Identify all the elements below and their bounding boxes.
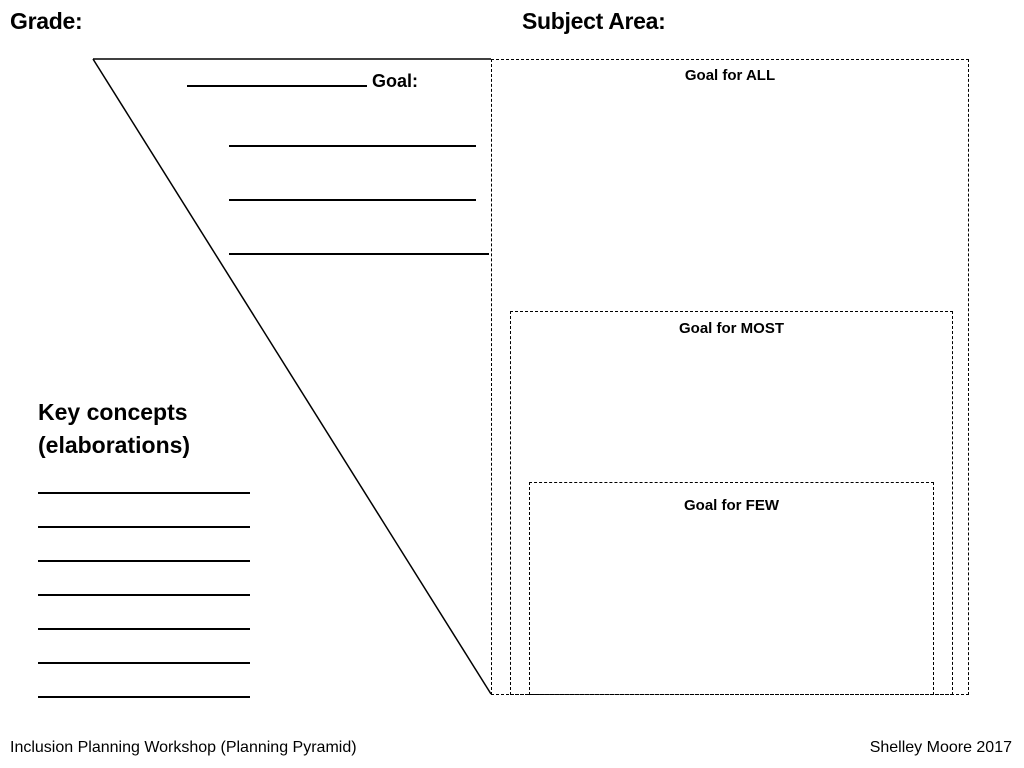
key-concepts-line-1: Key concepts (38, 399, 188, 425)
subject-area-label: Subject Area: (522, 8, 666, 34)
key-concept-blank-6[interactable] (38, 662, 250, 664)
goal-row: Goal: (187, 71, 418, 92)
pyramid-diagonal-edge (92, 58, 492, 695)
goal-for-few-box[interactable]: Goal for FEW (529, 482, 934, 695)
goal-blank-line-2[interactable] (229, 199, 476, 201)
goal-blank-line-3[interactable] (229, 253, 489, 255)
goal-blank-line-1[interactable] (229, 145, 476, 147)
goal-for-all-title: Goal for ALL (684, 67, 776, 84)
key-concept-blank-5[interactable] (38, 628, 250, 630)
footer-title: Inclusion Planning Workshop (Planning Py… (10, 739, 357, 756)
key-concept-blank-7[interactable] (38, 696, 250, 698)
goal-for-most-title: Goal for MOST (679, 320, 784, 337)
grade-label: Grade: (10, 8, 83, 34)
key-concept-blank-3[interactable] (38, 560, 250, 562)
footer-author: Shelley Moore 2017 (869, 739, 1012, 756)
goal-label: Goal: (372, 71, 419, 91)
key-concept-blank-4[interactable] (38, 594, 250, 596)
key-concept-blank-2[interactable] (38, 526, 250, 528)
goal-blank[interactable] (187, 71, 367, 87)
key-concepts-heading: Key concepts (elaborations) (38, 396, 190, 462)
key-concepts-line-2: (elaborations) (38, 432, 191, 458)
key-concept-blank-1[interactable] (38, 492, 250, 494)
goal-for-few-title: Goal for FEW (684, 497, 779, 514)
